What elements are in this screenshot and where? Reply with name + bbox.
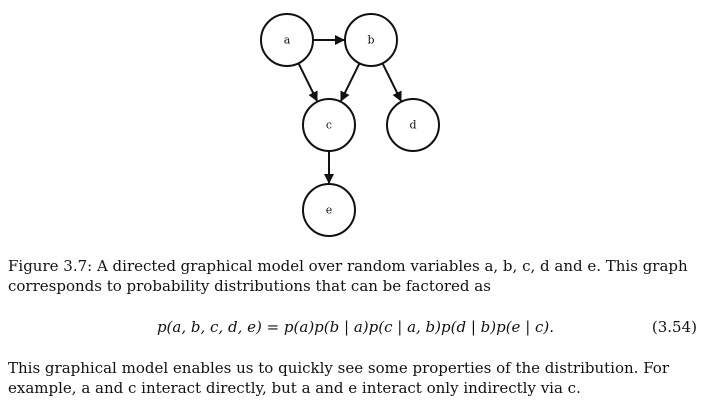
node-circle-d — [386, 98, 440, 152]
node-d: d — [386, 98, 440, 152]
node-label-c: c — [326, 119, 332, 132]
figure-caption: Figure 3.7: A directed graphical model o… — [8, 257, 688, 295]
body-paragraph: This graphical model enables us to quick… — [8, 359, 669, 397]
equation-number: (3.54) — [651, 318, 697, 336]
node-circle-a — [260, 13, 314, 67]
node-b: b — [344, 13, 398, 67]
node-c: c — [302, 98, 356, 152]
node-circle-e — [302, 183, 356, 237]
edge-b-to-c — [340, 62, 361, 102]
factorization-equation: p(a, b, c, d, e) = p(a)p(b | a)p(c | a, … — [156, 318, 555, 336]
edge-b-to-d — [381, 62, 402, 102]
edge-a-to-c — [297, 62, 318, 102]
node-circle-c — [302, 98, 356, 152]
node-circle-b — [344, 13, 398, 67]
node-label-a: a — [284, 34, 291, 47]
equation-row: p(a, b, c, d, e) = p(a)p(b | a)p(c | a, … — [0, 318, 711, 340]
node-e: e — [302, 183, 356, 237]
directed-graph: a b c d e — [260, 13, 440, 237]
node-label-d: d — [409, 119, 416, 132]
node-label-e: e — [326, 204, 333, 217]
node-label-b: b — [367, 34, 374, 47]
node-a: a — [260, 13, 314, 67]
